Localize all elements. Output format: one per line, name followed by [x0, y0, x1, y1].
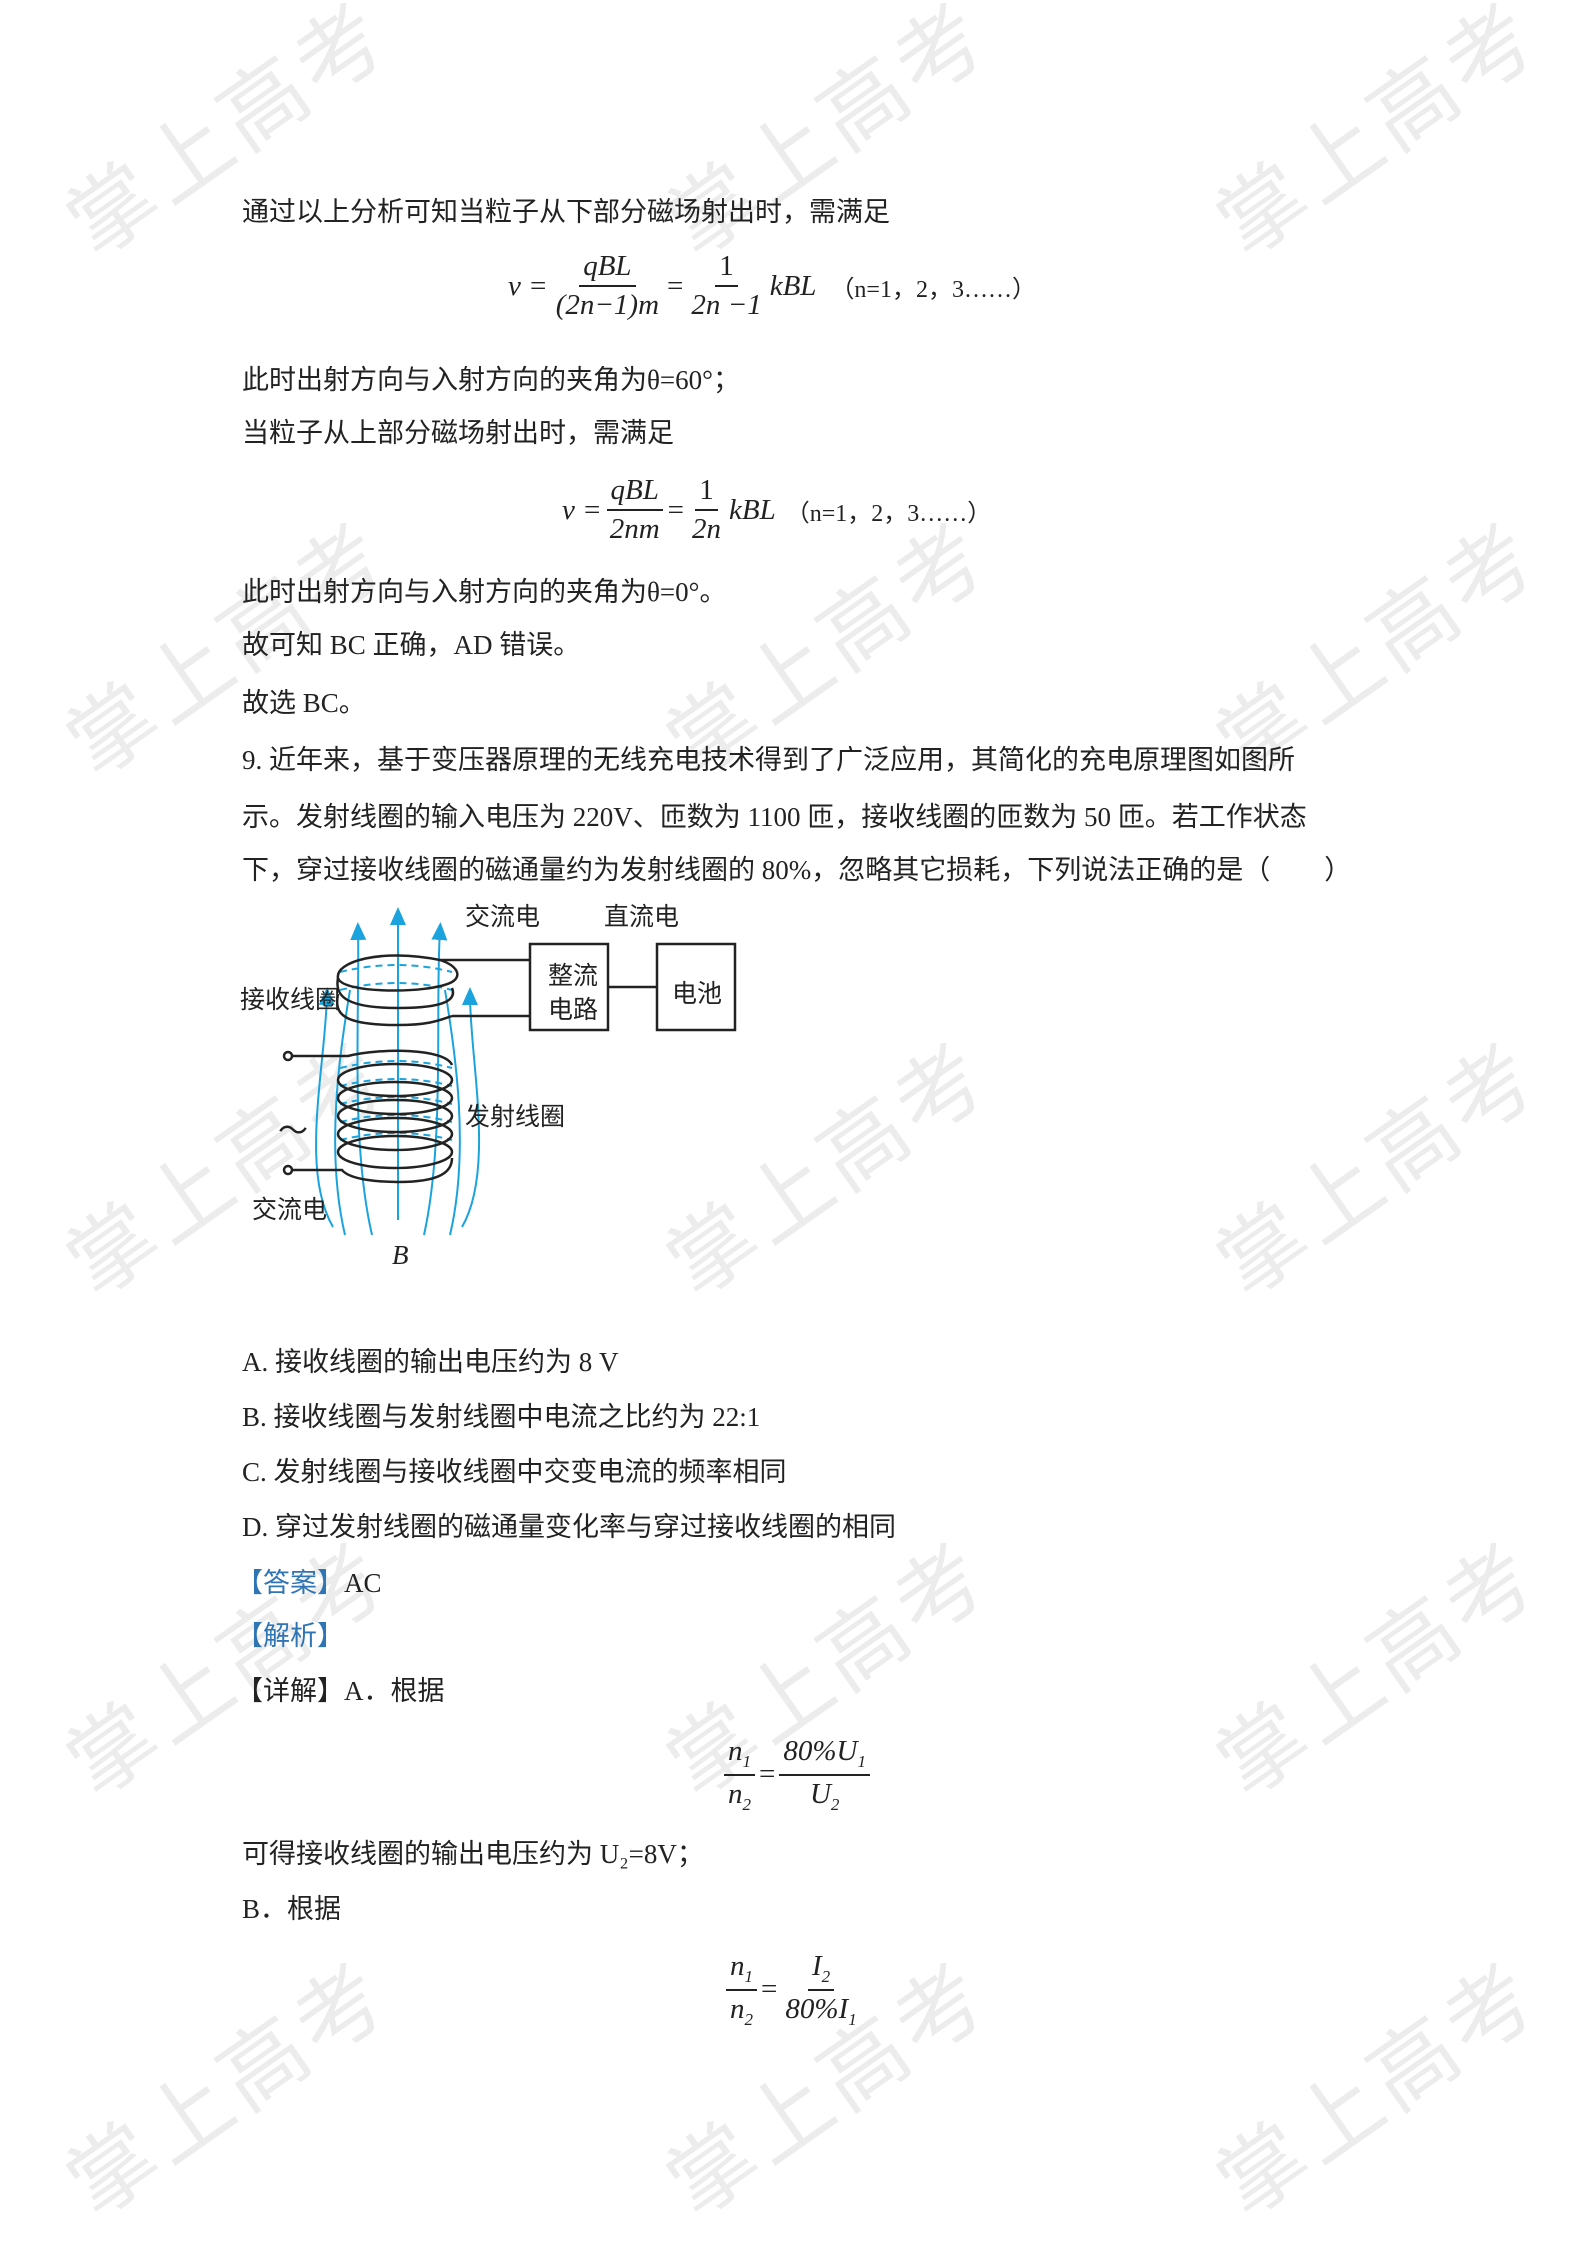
numerator: qBL: [579, 250, 636, 287]
symbol: n: [730, 1950, 745, 1982]
text-line: 故可知 BC 正确，AD 错误。: [242, 630, 581, 660]
formula-condition: （n=1，2，3……）: [785, 500, 992, 527]
answer-line: 【答案】AC: [236, 1565, 382, 1601]
ac-symbol: ～: [278, 1114, 308, 1149]
text-line: 通过以上分析可知当粒子从下部分磁场射出时，需满足: [242, 197, 890, 227]
detail-line: 【详解】A．根据: [236, 1676, 445, 1706]
option-b: B. 接收线圈与发射线圈中电流之比约为 22:1: [242, 1402, 761, 1432]
subscript: 1: [857, 1751, 866, 1771]
denominator: 2n: [692, 513, 722, 545]
subscript: 1: [742, 1751, 752, 1771]
watermark: 掌上高考: [649, 0, 1009, 276]
label-rectifier: 整流: [548, 961, 599, 990]
symbol: n: [730, 1992, 745, 2025]
option-c: C. 发射线圈与接收线圈中交变电流的频率相同: [242, 1457, 787, 1487]
symbol: 80%U: [783, 1735, 858, 1767]
formula-tail: kBL: [769, 269, 817, 302]
symbol: I: [811, 1950, 822, 1982]
formula-lhs: v =: [562, 493, 602, 526]
formula-condition: （n=1，2，3……）: [830, 276, 1036, 303]
analysis-label: 【解析】: [236, 1621, 344, 1651]
numerator: 1: [695, 474, 718, 511]
equals: =: [761, 1973, 778, 2006]
watermark: 掌上高考: [1199, 1522, 1559, 1816]
option-a: A. 接收线圈的输出电压约为 8 V: [242, 1347, 619, 1377]
denominator: (2n−1)m: [555, 289, 660, 321]
label-field-b: B: [392, 1240, 409, 1270]
text-line: B．根据: [242, 1894, 342, 1924]
label-ac-bottom: 交流电: [252, 1195, 328, 1224]
watermark: 掌上高考: [49, 1522, 409, 1816]
magnetic-field-lines: [315, 907, 481, 1236]
numerator: qBL: [606, 474, 663, 511]
answer-label: 【答案】: [236, 1568, 344, 1598]
subscript: 2: [830, 1794, 840, 1814]
label-battery: 电池: [672, 979, 723, 1008]
watermark: 掌上高考: [49, 0, 409, 276]
watermark: 掌上高考: [1199, 0, 1559, 276]
question-text: 下，穿过接收线圈的磁通量约为发射线圈的 80%，忽略其它损耗，下列说法正确的是（…: [242, 855, 1352, 885]
text-line: 此时出射方向与入射方向的夹角为θ=0°。: [242, 577, 727, 607]
watermark: 掌上高考: [1199, 1942, 1559, 2236]
label-ac-top: 交流电: [465, 902, 541, 931]
watermark: 掌上高考: [49, 1942, 409, 2236]
label-receiving-coil: 接收线圈: [240, 985, 341, 1014]
option-d: D. 穿过发射线圈的磁通量变化率与穿过接收线圈的相同: [242, 1512, 896, 1542]
answer-value: AC: [344, 1568, 382, 1598]
transmitting-coil: [282, 1049, 454, 1184]
label-dc: 直流电: [604, 902, 680, 931]
symbol: n: [728, 1735, 743, 1767]
equals: =: [759, 1758, 776, 1791]
symbol: 80%I: [785, 1992, 849, 2025]
text-line: 此时出射方向与入射方向的夹角为θ=60°；: [242, 365, 740, 395]
denominator: 2n −1: [691, 289, 762, 321]
receiving-coil: [335, 954, 530, 1027]
symbol: n: [728, 1777, 743, 1810]
text-line: 当粒子从上部分磁场射出时，需满足: [242, 418, 674, 448]
subscript: 2: [821, 1966, 831, 1986]
subscript: 2: [742, 1794, 752, 1814]
numerator: 1: [715, 250, 738, 287]
label-transmitting-coil: 发射线圈: [465, 1102, 566, 1131]
question-text: 示。发射线圈的输入电压为 220V、匝数为 1100 匝，接收线圈的匝数为 50…: [242, 802, 1307, 832]
formula-lhs: v =: [508, 269, 548, 302]
denominator: 2nm: [609, 513, 660, 545]
wireless-charging-diagram: [282, 907, 737, 1236]
subscript: 2: [744, 2009, 754, 2029]
subscript: 1: [744, 1966, 754, 1986]
text-line: 可得接收线圈的输出电压约为 U₂=8V；: [242, 1839, 704, 1869]
text-line: 故选 BC。: [242, 688, 366, 718]
symbol: U: [809, 1777, 831, 1810]
equals: =: [667, 269, 684, 302]
equals: =: [667, 493, 685, 526]
watermark: 掌上高考: [1199, 1022, 1559, 1316]
label-rectifier: 电路: [548, 995, 599, 1024]
question-text: 9. 近年来，基于变压器原理的无线充电技术得到了广泛应用，其简化的充电原理图如图…: [242, 745, 1295, 775]
subscript: 1: [848, 2009, 857, 2029]
formula-tail: kBL: [729, 493, 776, 526]
